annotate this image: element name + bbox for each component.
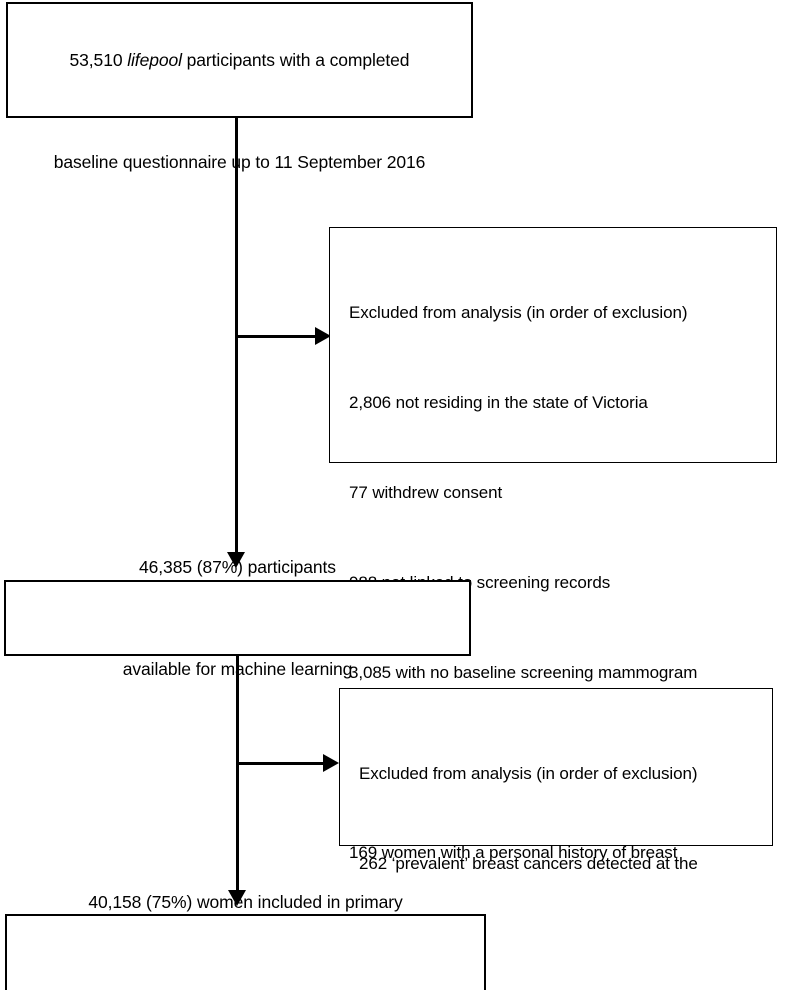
arrowhead-down-icon [228, 890, 246, 906]
connector-extract-to-excluded-1 [235, 335, 321, 338]
node-line: available for machine learning [122, 659, 353, 679]
node-line: 53,510 lifepool participants with a comp… [54, 43, 426, 77]
connector-available-to-included [236, 656, 239, 893]
node-line: 2,806 not residing in the state of Victo… [349, 393, 648, 412]
node-line: Excluded from analysis (in order of excl… [359, 764, 698, 783]
node-line: 40,158 (75%) women included in primary [88, 892, 403, 912]
node-line: 3,085 with no baseline screening mammogr… [349, 663, 698, 682]
arrowhead-right-icon [315, 327, 331, 345]
arrowhead-down-icon [227, 552, 245, 568]
node-line: 77 withdrew consent [349, 483, 503, 502]
node-excluded-stage-1-text: Excluded from analysis (in order of excl… [349, 238, 776, 990]
node-included-primary-analysis: 40,158 (75%) women included in primary a… [5, 892, 486, 990]
cohort-name-emphasis: lifepool [127, 50, 182, 70]
node-line: baseline questionnaire up to 11 Septembe… [53, 152, 426, 172]
node-line: Excluded from analysis (in order of excl… [349, 303, 688, 322]
node-excluded-stage-2: Excluded from analysis (in order of excl… [339, 688, 773, 963]
node-excluded-stage-1: Excluded from analysis (in order of excl… [329, 227, 777, 952]
node-available-text: 46,385 (87%) participants available for … [123, 482, 353, 754]
node-line: 46,385 (87%) participants [139, 557, 336, 577]
node-included-text: 40,158 (75%) women included in primary a… [88, 817, 402, 990]
arrowhead-right-icon [323, 754, 339, 772]
node-available-for-machine-learning: 46,385 (87%) participants available for … [4, 557, 471, 679]
node-line: 169 women with a personal history of bre… [349, 843, 678, 862]
node-line-suffix: participants with a completed [181, 50, 410, 70]
connector-available-to-excluded-2 [236, 762, 329, 765]
node-data-extract-text: Data extract for the current study: 53,5… [54, 0, 426, 247]
node-data-extract: Data extract for the current study: 53,5… [6, 2, 473, 172]
node-line: 262 ‘prevalent’ breast cancers detected … [359, 854, 698, 873]
node-line-prefix: 53,510 [69, 50, 128, 70]
